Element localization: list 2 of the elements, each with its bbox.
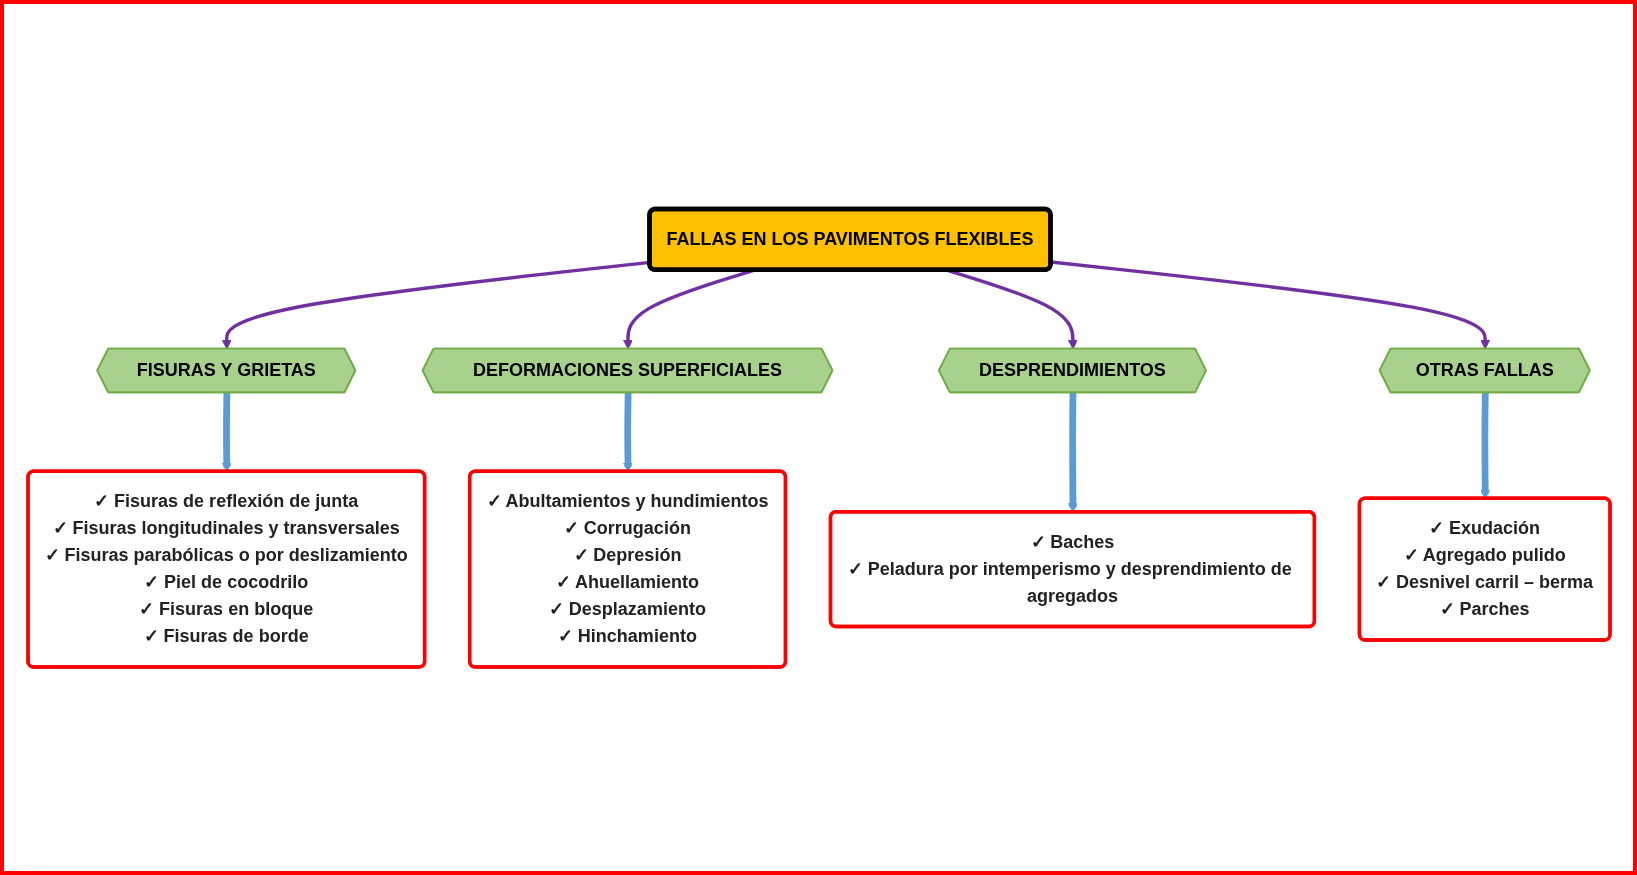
arrow [1050,259,1490,350]
arrow [221,260,650,350]
